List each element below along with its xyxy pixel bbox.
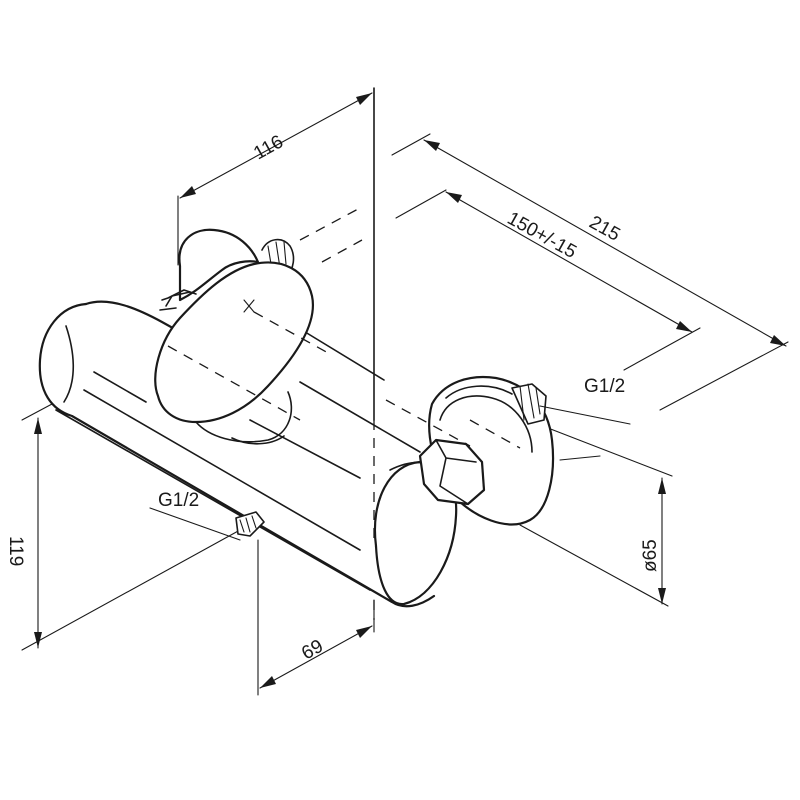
thread-label-side: G1/2 <box>584 376 625 397</box>
right-inlet-assembly: G1/2 <box>418 376 631 526</box>
back-inlet-connector <box>261 207 363 277</box>
dimension-215-label: 215 <box>586 212 624 246</box>
dimension-119: 119 <box>5 403 241 651</box>
dimension-150-label: 150+/-15 <box>504 208 580 263</box>
dimension-150: 150+/-15 <box>395 189 701 371</box>
dimension-215: 215 <box>391 133 789 411</box>
dimension-116-label: 116 <box>250 131 287 164</box>
dimension-119-label: 119 <box>5 536 26 566</box>
dimension-69-label: 69 <box>298 636 327 665</box>
hidden-lines <box>167 345 471 447</box>
dimension-65-label: ø65 <box>640 539 661 572</box>
dimension-65: ø65 <box>519 427 673 607</box>
thread-label-bottom: G1/2 <box>158 490 199 511</box>
lever-handle <box>154 228 331 445</box>
bottom-outlet-connector: G1/2 <box>149 490 265 541</box>
